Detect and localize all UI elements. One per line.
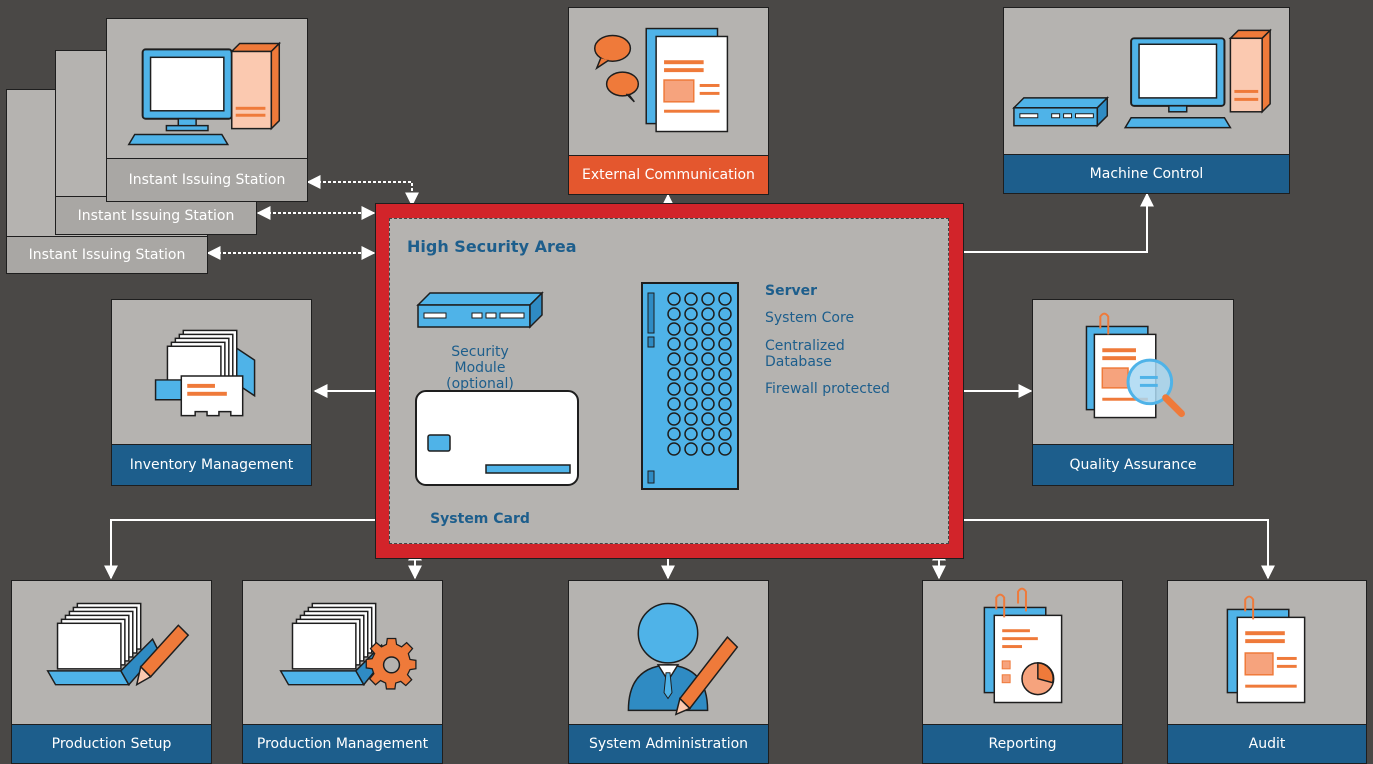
security-module-label: Security Module (optional) <box>446 344 514 392</box>
production-management-node[interactable]: Production Management <box>242 580 443 764</box>
computer-icon <box>107 19 307 159</box>
production-setup-label: Production Setup <box>12 724 211 763</box>
server-feature-firewall: Firewall protected <box>765 381 890 397</box>
reporting-node[interactable]: Reporting <box>922 580 1123 764</box>
production-management-label: Production Management <box>243 724 442 763</box>
external-communication-node[interactable]: External Communication <box>568 7 769 195</box>
inventory-management-label: Inventory Management <box>112 444 311 485</box>
inventory-management-node[interactable]: Inventory Management <box>111 299 312 486</box>
audit-node[interactable]: Audit <box>1167 580 1367 764</box>
computer-device-icon <box>1004 8 1289 156</box>
station-label-2: Instant Issuing Station <box>55 196 257 235</box>
reporting-label: Reporting <box>923 724 1122 763</box>
security-module-icon <box>416 291 544 329</box>
server-icon <box>641 282 739 490</box>
quality-assurance-label: Quality Assurance <box>1033 444 1233 485</box>
production-setup-node[interactable]: Production Setup <box>11 580 212 764</box>
server-feature-core: System Core <box>765 310 855 326</box>
audit-label: Audit <box>1168 724 1366 763</box>
external-communication-label: External Communication <box>569 155 768 194</box>
admin-user-icon <box>569 581 768 725</box>
chat-document-icon <box>569 8 768 158</box>
machine-control-label: Machine Control <box>1004 154 1289 193</box>
server-title: Server <box>765 283 818 299</box>
station-label-1: Instant Issuing Station <box>107 158 307 201</box>
card-stack-pen-icon <box>12 581 211 725</box>
audit-document-icon <box>1168 581 1366 725</box>
high-security-area-title: High Security Area <box>407 237 577 256</box>
system-administration-label: System Administration <box>569 724 768 763</box>
report-chart-icon <box>923 581 1122 725</box>
station-label-3: Instant Issuing Station <box>6 236 208 274</box>
quality-assurance-node[interactable]: Quality Assurance <box>1032 299 1234 486</box>
machine-control-node[interactable]: Machine Control <box>1003 7 1290 194</box>
server-feature-database: Centralized Database <box>765 338 845 370</box>
magnifier-document-icon <box>1033 300 1233 447</box>
card-stack-gear-icon <box>243 581 442 725</box>
card-stack-icon <box>112 300 311 447</box>
high-security-area: High Security Area Security Module (opti… <box>389 218 949 544</box>
system-card-icon <box>415 390 579 486</box>
system-administration-node[interactable]: System Administration <box>568 580 769 764</box>
instant-issuing-station-1[interactable]: Instant Issuing Station <box>106 18 308 202</box>
system-card-label: System Card <box>430 511 530 527</box>
